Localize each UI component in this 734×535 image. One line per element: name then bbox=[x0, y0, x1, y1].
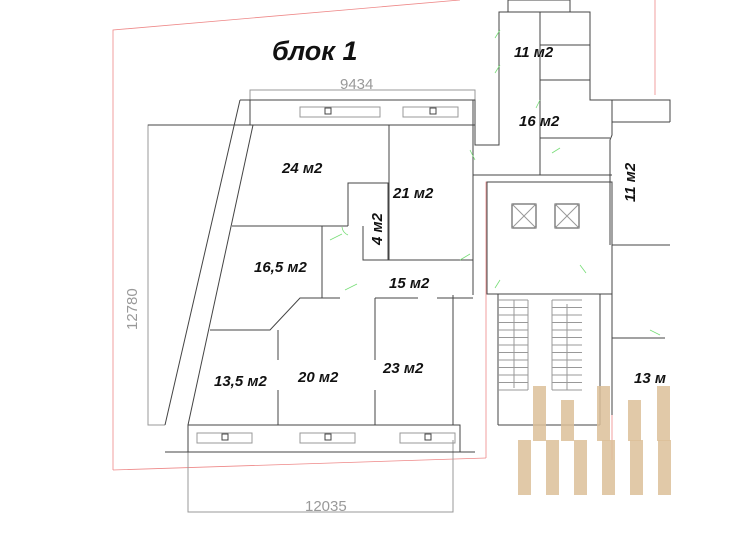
watermark-bar bbox=[658, 440, 671, 495]
watermark-bar bbox=[533, 386, 546, 441]
stairs bbox=[498, 299, 582, 391]
watermark-bar bbox=[561, 400, 574, 441]
room-label: 20 м2 bbox=[297, 369, 339, 386]
room-label: 16 м2 bbox=[519, 113, 560, 130]
right-block bbox=[473, 0, 671, 426]
room-label: 23 м2 bbox=[382, 360, 424, 377]
door-swings bbox=[329, 29, 661, 336]
watermark-bar bbox=[630, 440, 643, 495]
dimension-bottom: 12035 bbox=[305, 498, 347, 515]
building-outline bbox=[148, 99, 476, 453]
room-label: 4 м2 bbox=[369, 212, 386, 246]
room-label: 15 м2 bbox=[389, 275, 430, 292]
watermark-bar bbox=[574, 440, 587, 495]
dimension-top: 9434 bbox=[340, 76, 373, 93]
room-label: 13,5 м2 bbox=[214, 373, 267, 390]
block-title: блок 1 bbox=[272, 36, 358, 66]
elevator-icon bbox=[554, 203, 580, 229]
room-label: 11 м2 bbox=[622, 162, 639, 202]
watermark-bar bbox=[628, 400, 641, 441]
room-label: 13 м bbox=[634, 370, 666, 387]
room-label: 16,5 м2 bbox=[254, 259, 307, 276]
watermark-bar bbox=[518, 440, 531, 495]
room-label: 11 м2 bbox=[514, 44, 554, 61]
dimension-left: 12780 bbox=[124, 288, 141, 330]
watermark-bar bbox=[657, 386, 670, 441]
watermark-logo bbox=[518, 386, 671, 495]
watermark-bar bbox=[546, 440, 559, 495]
room-label: 21 м2 bbox=[392, 185, 434, 202]
dimension-lines bbox=[147, 89, 476, 513]
watermark-bar bbox=[597, 386, 610, 441]
watermark-bar bbox=[602, 440, 615, 495]
room-label: 24 м2 bbox=[281, 160, 323, 177]
elevator-icon bbox=[511, 203, 537, 229]
